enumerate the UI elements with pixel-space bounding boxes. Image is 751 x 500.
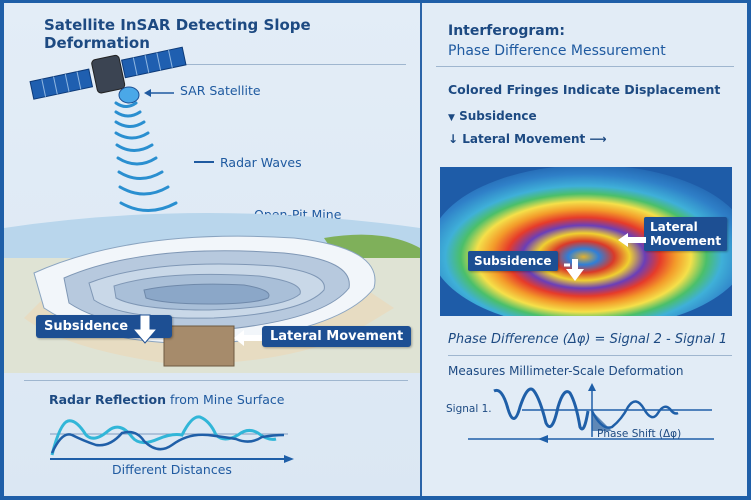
phase-formula: Phase Difference (Δφ) = Signal 2 - Signa…	[448, 332, 728, 347]
axis-label-different-distances: Different Distances	[112, 462, 232, 477]
down-arrow-icon	[131, 314, 159, 344]
reflection-title-bold: Radar Reflection	[49, 392, 166, 407]
phase-signal-chart	[468, 383, 714, 443]
map-down-arrow-icon	[564, 259, 584, 281]
reflection-title: Radar Reflection from Mine Surface	[49, 392, 284, 407]
arrow-right-icon: ⟶	[589, 132, 607, 146]
legend-label: Lateral Movement	[462, 132, 586, 146]
right-panel: Interferogram: Phase Difference Messurem…	[422, 3, 747, 496]
legend-label: Subsidence	[459, 109, 537, 123]
legend-item-subsidence: ▼ Subsidence	[448, 109, 537, 123]
right-title-line2: Phase Difference Messurement	[448, 43, 666, 59]
map-lateral-tag: Lateral Movement	[644, 217, 728, 251]
label-sar-satellite: SAR Satellite	[180, 83, 261, 98]
interferogram-fringes	[440, 167, 732, 316]
infographic-frame: Satellite InSAR Detecting Slope Deformat…	[4, 3, 747, 496]
signal-1-label: Signal 1.	[446, 403, 492, 415]
map-left-arrow-icon	[618, 233, 646, 247]
left-title: Satellite InSAR Detecting Slope Deformat…	[44, 16, 311, 52]
left-arrow-icon	[234, 330, 264, 346]
reflection-title-rest: from Mine Surface	[169, 392, 285, 407]
leader-line	[194, 161, 214, 163]
arrow-down-icon: ↓	[448, 132, 459, 146]
arrow-icon	[144, 89, 174, 97]
subsidence-label: Subsidence	[44, 319, 129, 334]
map-lateral-line2: Movement	[650, 234, 722, 248]
divider	[448, 355, 732, 356]
map-lateral-line1: Lateral	[650, 220, 698, 234]
right-title-line1: Interferogram:	[448, 23, 565, 39]
map-subsidence-tag: Subsidence	[468, 251, 558, 271]
phase-shift-label: Phase Shift (Δφ)	[597, 428, 682, 440]
satellite-icon	[29, 46, 187, 104]
open-pit-mine-illustration	[4, 213, 420, 373]
divider	[24, 380, 408, 381]
left-panel: Satellite InSAR Detecting Slope Deformat…	[4, 3, 420, 496]
reflection-waves-chart	[50, 415, 294, 463]
legend-item-lateral: ↓ Lateral Movement ⟶	[448, 132, 607, 146]
measures-text: Measures Millimeter-Scale Deformation	[448, 364, 684, 378]
label-radar-waves: Radar Waves	[220, 155, 302, 170]
panel-divider	[420, 3, 422, 496]
lateral-movement-tag: Lateral Movement	[262, 326, 412, 347]
fringes-heading: Colored Fringes Indicate Displacement	[448, 82, 721, 97]
divider	[436, 66, 734, 67]
interferogram-image: Lateral Movement Subsidence	[440, 167, 732, 316]
triangle-down-icon: ▼	[448, 113, 455, 123]
divider	[174, 64, 406, 65]
